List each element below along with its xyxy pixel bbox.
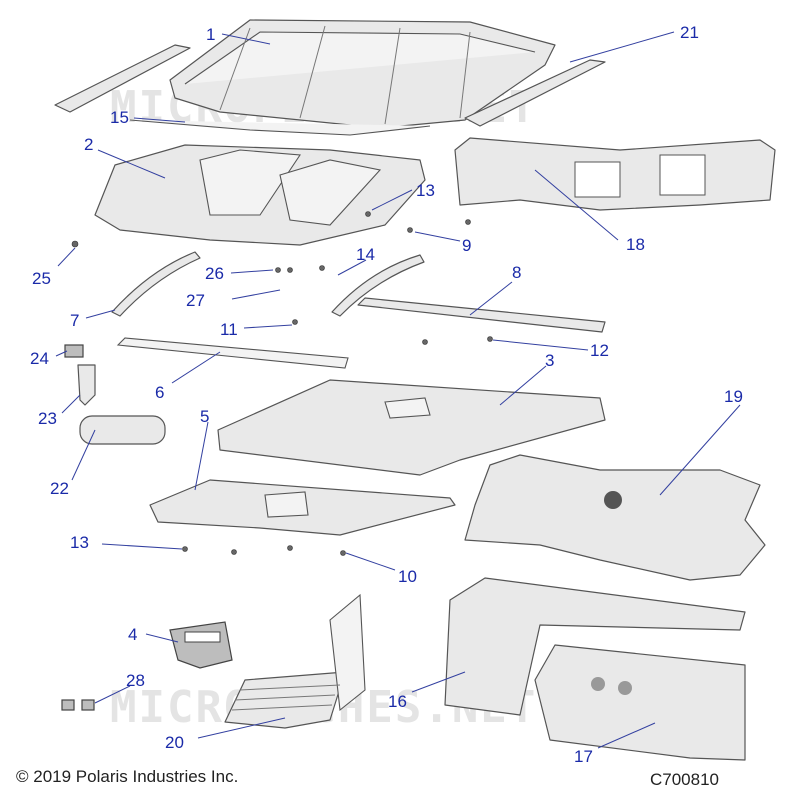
- fasteners: [71, 211, 493, 556]
- callout-25: 25: [32, 269, 51, 288]
- callout-17: 17: [574, 747, 593, 766]
- callout-22: 22: [50, 479, 69, 498]
- callout-28: 28: [126, 671, 145, 690]
- callout-4: 4: [128, 625, 137, 644]
- callout-23: 23: [38, 409, 57, 428]
- copyright-text: © 2019 Polaris Industries Inc.: [16, 767, 238, 786]
- part-curved-trim-left: [111, 251, 201, 317]
- callout-13-upper: 13: [416, 181, 435, 200]
- part-rail: [357, 297, 606, 333]
- part-panel-3: [217, 379, 606, 476]
- callout-21: 21: [680, 23, 699, 42]
- callout-18: 18: [626, 235, 645, 254]
- part-clip-b: [81, 699, 95, 711]
- part-bracket-24: [64, 344, 84, 358]
- part-dash-bar: [454, 137, 776, 211]
- callout-3: 3: [545, 351, 554, 370]
- callout-11: 11: [220, 320, 238, 339]
- callout-7: 7: [70, 311, 79, 330]
- callout-26: 26: [205, 264, 224, 283]
- callout-15: 15: [110, 108, 129, 127]
- leader-lines: [55, 31, 741, 749]
- callout-20: 20: [165, 733, 184, 752]
- callout-16: 16: [388, 692, 407, 711]
- part-grille: [169, 621, 233, 669]
- callout-8: 8: [512, 263, 521, 282]
- callout-12: 12: [590, 341, 609, 360]
- callout-19: 19: [724, 387, 743, 406]
- callout-10: 10: [398, 567, 417, 586]
- callout-labels: 1 2 3 4 5 6 7 8 9 10 11 12 13 13 14 15 1…: [30, 23, 743, 766]
- callout-24: 24: [30, 349, 49, 368]
- callout-5: 5: [200, 407, 209, 426]
- part-rear-panel: [534, 644, 746, 761]
- part-side-panel: [444, 577, 746, 716]
- callout-1: 1: [206, 25, 215, 44]
- callout-14: 14: [356, 245, 375, 264]
- callout-13-lower: 13: [70, 533, 89, 552]
- part-seal-strip: [129, 119, 431, 136]
- callout-9: 9: [462, 236, 471, 255]
- part-trim-strips: [54, 44, 606, 127]
- drawing-code: C700810: [650, 770, 719, 789]
- part-bracket-23: [77, 364, 96, 406]
- part-firewall: [464, 454, 766, 581]
- part-panel-5: [149, 479, 456, 536]
- part-floor-grate: [224, 593, 366, 729]
- callout-2: 2: [84, 135, 93, 154]
- callout-27: 27: [186, 291, 205, 310]
- part-strip: [116, 337, 349, 369]
- part-headliner: [94, 144, 426, 246]
- part-curved-trim-right: [331, 254, 425, 317]
- part-roof-panel: [169, 19, 556, 129]
- part-mirror: [79, 415, 166, 445]
- callout-6: 6: [155, 383, 164, 402]
- part-clip-a: [61, 699, 75, 711]
